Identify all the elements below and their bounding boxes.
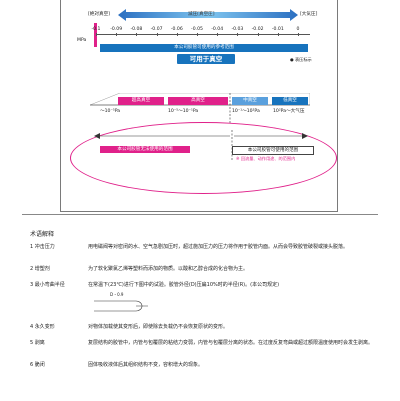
level-ultra-high: 超高真空: [118, 97, 164, 105]
glossary-title: 术语解释: [30, 231, 55, 238]
glossary-item: 5 剥离 复层结构的胶管中，内管与包覆层的粘结力变弱，内管与包覆层分离的状态。在…: [30, 340, 380, 354]
gauge-note: ● 表压标示: [290, 57, 312, 62]
tick-label: -0.05: [191, 27, 203, 32]
usage-arrows: [94, 130, 308, 160]
tick-label: -0.08: [130, 27, 143, 32]
tick-mark: [116, 33, 117, 36]
glossary-def: 在常温下(23℃)进行下图中的试验。胶管外径(D)压扁10%时的半径(R)。(本…: [88, 282, 280, 288]
pressure-direction-arrow: [118, 9, 298, 21]
tick-mark: [298, 33, 299, 36]
pressure-axis: [94, 34, 310, 35]
tick-label: -0.09: [110, 27, 123, 32]
glossary-term: 5 剥离: [30, 340, 45, 346]
glossary-term: 6 脆闭: [30, 362, 45, 368]
glossary-def: 为了软化聚氯乙烯等塑料而添加的物质。以酸和乙醇合成的化合物为主。: [88, 266, 249, 272]
level-medium: 中真空: [232, 97, 268, 105]
glossary-def: 固体吸收液体后其组织结构不变，容积增大的现象。: [88, 362, 204, 368]
bend-radius-figure: [94, 300, 148, 312]
tick-mark: [237, 33, 238, 36]
glossary-item: 4 永久变形 对物体加载使其变形后，即使除去负载仍不会恢复原状的变形。: [30, 324, 380, 332]
vacuum-levels-shape: [90, 93, 310, 123]
range-low: 10²Pa～大气压: [273, 109, 305, 114]
tick-mark: [176, 33, 178, 36]
usage-ellipse: [70, 122, 337, 194]
range-medium: 10⁻¹～10²Pa: [232, 109, 260, 114]
can-use-range: 本公司胶管可使用的范围: [232, 146, 314, 155]
tick-mark: [136, 33, 137, 36]
glossary-divider: [22, 214, 378, 401]
tick-label: -0.06: [170, 27, 183, 32]
tick-mark: [217, 33, 218, 36]
tick-label: -0.01: [271, 27, 284, 32]
glossary-item: 2 增塑剂 为了软化聚氯乙烯等塑料而添加的物质。以酸和乙醇合成的化合物为主。: [30, 266, 380, 274]
level-high: 高真空: [168, 97, 228, 105]
tick-label: 0: [296, 27, 300, 32]
glossary-term: 4 永久变形: [30, 324, 55, 330]
vacuum-chart-frame: [60, 0, 338, 212]
glossary-item: 1 冲击压力 用电磁阀等对密闭的水、空气急剧加压时，超过施加压力的压力将作用于胶…: [30, 244, 380, 258]
tick-mark: [257, 33, 259, 36]
bend-figure-label: D・0.9: [110, 292, 124, 297]
tick-label: -0.04: [211, 27, 224, 32]
tick-mark: [96, 33, 97, 36]
absolute-vacuum-marker: [94, 23, 97, 47]
tick-label: -0.02: [251, 27, 264, 32]
glossary-item: 3 最小弯曲半径 在常温下(23℃)进行下图中的试验。胶管外径(D)压扁10%时…: [30, 282, 380, 290]
glossary-def: 对物体加载使其变形后，即使除去负载仍不会恢复原状的变形。: [88, 324, 229, 330]
pressure-direction-label: 減圧[真空圧]: [188, 12, 215, 17]
usable-for-vacuum-badge: 可用于真空: [177, 54, 235, 64]
tick-mark: [197, 33, 198, 36]
tick-label: -0.07: [150, 27, 163, 32]
glossary-def: 复层结构的胶管中，内管与包覆层的粘结力变弱，内管与包覆层分离的状态。在过度反复弯…: [88, 340, 374, 346]
glossary-term: 1 冲击压力: [30, 244, 55, 250]
tick-mark: [156, 33, 158, 36]
glossary-def: 用电磁阀等对密闭的水、空气急剧加压时，超过施加压力的压力将作用于胶管内面。从而会…: [88, 244, 349, 250]
glossary-term: 2 增塑剂: [30, 266, 50, 272]
glossary-term: 3 最小弯曲半径: [30, 282, 65, 288]
cannot-use-range: 本公司胶管无法使用的范围: [100, 146, 190, 153]
can-use-note: ※ 回流量、动作用途、的范围内: [236, 156, 296, 161]
range-ultra-high: ～10⁻⁵Pa: [100, 109, 121, 114]
level-low: 低真空: [272, 97, 308, 105]
tick-mark: [277, 33, 279, 36]
tick-label: -0.03: [231, 27, 244, 32]
usable-range-bar: 本公司胶管可使用的参考范围: [100, 44, 308, 52]
absolute-vacuum-label: [絶対真空]: [88, 12, 110, 17]
unit-label: MPa: [77, 38, 87, 43]
glossary-item: 6 脆闭 固体吸收液体后其组织结构不变，容积增大的现象。: [30, 362, 380, 370]
range-high: 10⁻⁵～10⁻¹Pa: [168, 109, 199, 114]
tick-label: -0.1: [91, 27, 101, 32]
atmosphere-label: [大気圧]: [300, 12, 318, 17]
